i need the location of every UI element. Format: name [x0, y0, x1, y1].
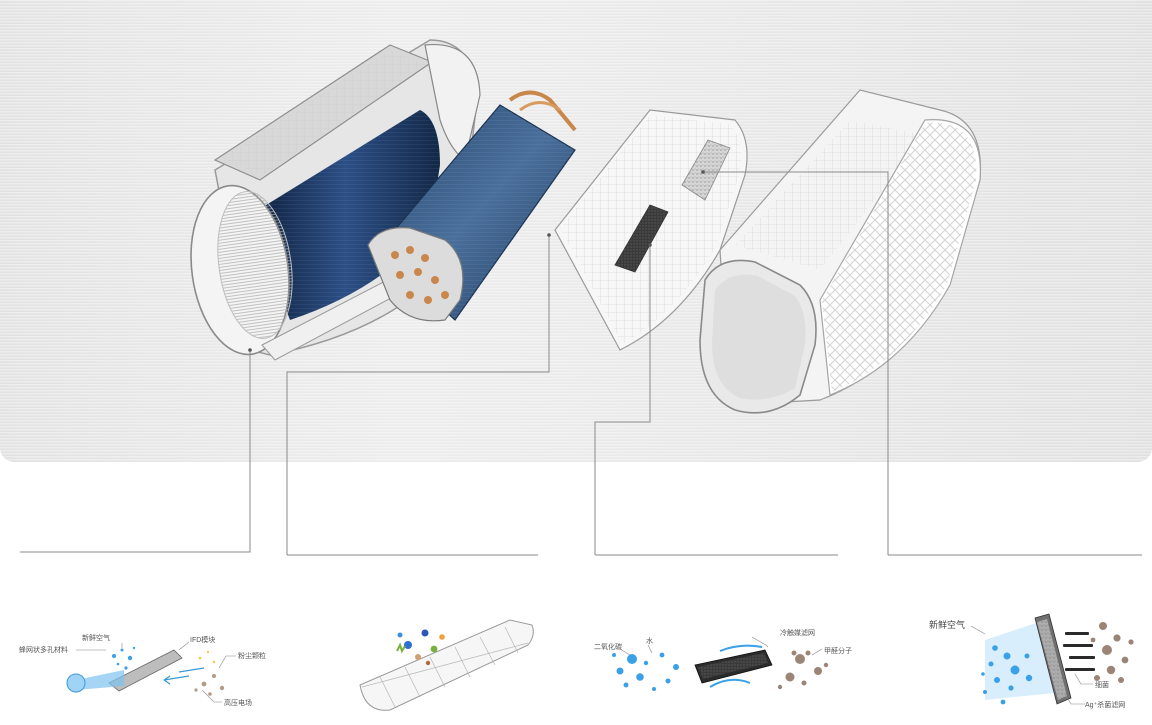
label-bacteria: 细菌: [1095, 680, 1109, 689]
label-cold-catalyst-filter: 冷触媒滤网: [780, 628, 815, 637]
label-formaldehyde: 甲醛分子: [824, 646, 852, 655]
label-dust: 粉尘颗粒: [238, 651, 266, 660]
silver-filter-illustration: 新鲜空气 细菌 Ag⁺杀菌滤网: [925, 612, 1150, 722]
label-silver-filter: Ag⁺杀菌滤网: [1085, 700, 1125, 709]
filter-frame-illustration: [350, 615, 540, 720]
label-co2: 二氧化碳: [594, 642, 622, 651]
label-honeycomb: 蜂网状多孔材料: [19, 645, 68, 654]
leader-dot-cold-catalyst: [648, 243, 652, 247]
label-fresh-air-silver: 新鲜空气: [929, 619, 965, 630]
leader-line-filter-frame-up: [286, 235, 550, 555]
leader-dot-filter-frame: [547, 233, 551, 237]
label-electrode: 高压电场: [224, 698, 252, 707]
leader-line-silver-filter: [703, 171, 1142, 556]
honeycomb-plate: [108, 649, 183, 692]
leader-dot-ifd: [248, 348, 252, 352]
ifd-module-illustration: 蜂网状多孔材料 新鲜空气 IFD模块 粉尘颗粒 高压电场: [14, 628, 284, 708]
airborne-particles: [396, 629, 445, 666]
label-ifd-module: IFD模块: [190, 635, 215, 644]
leader-line-cold-catalyst: [594, 245, 838, 556]
exploded-view-panel: [0, 0, 1152, 462]
front-cover: [699, 89, 982, 414]
leader-dot-silver-filter: [701, 170, 705, 174]
label-water: 水: [646, 636, 653, 645]
lens-circle: [66, 673, 86, 693]
filter-frame: [554, 109, 748, 351]
exploded-air-conditioner: [190, 39, 982, 414]
label-fresh-air: 新鲜空气: [82, 633, 110, 642]
cold-catalyst-illustration: 二氧化碳 水 冷触媒滤网 甲醛分子: [590, 625, 880, 700]
leader-line-ifd: [20, 350, 251, 553]
evaporator-coil: [367, 90, 577, 322]
